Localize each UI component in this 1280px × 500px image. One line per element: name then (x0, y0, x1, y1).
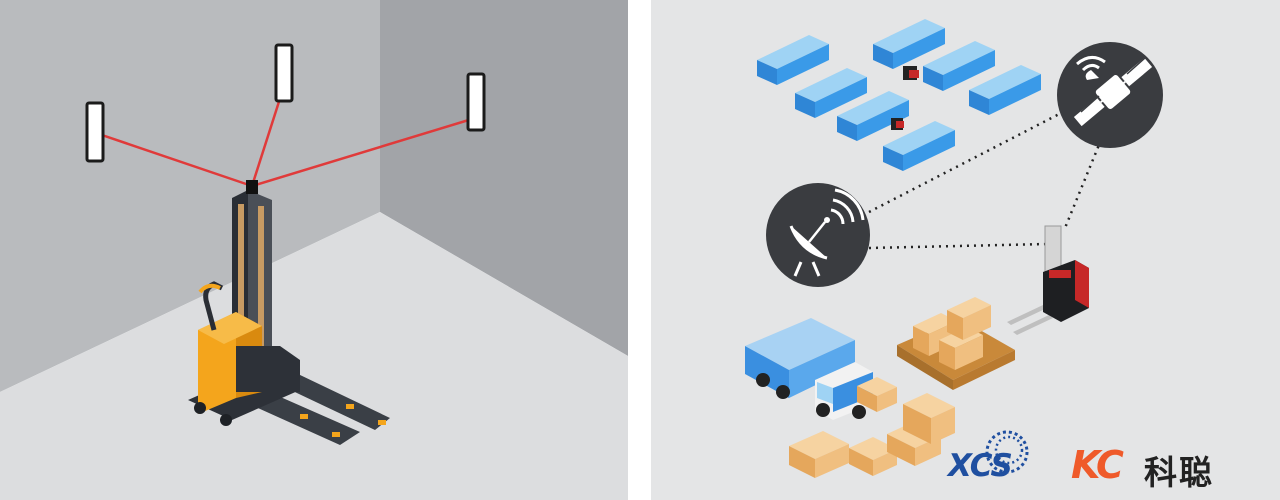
laser-navigation-illustration (0, 0, 628, 500)
floor (0, 212, 628, 500)
kc-logo-chinese: 科聪 (1144, 453, 1214, 492)
rack (883, 121, 955, 171)
laser-navigation-scene (0, 0, 628, 500)
xcs-logo: XCS (948, 448, 1013, 484)
network-links (868, 108, 1103, 250)
rack (837, 91, 909, 141)
forklift-icon (1007, 225, 1089, 335)
box-icon (857, 377, 897, 412)
laser-beam-3 (251, 117, 473, 188)
rack (795, 68, 867, 118)
laser-beams (95, 85, 473, 188)
box-icon (947, 297, 991, 340)
pallet-boxes (897, 297, 1015, 390)
reflector-icon (466, 72, 486, 132)
xcs-globe-icon (985, 430, 1029, 474)
box-icon (903, 393, 955, 444)
link-satellite-forklift (1063, 139, 1103, 229)
kc-logo: KC (1071, 443, 1124, 487)
rack (923, 41, 995, 91)
storage-racks (757, 19, 1041, 171)
warehouse-logistics-illustration: XCS KC 科聪 (651, 0, 1280, 500)
satellite-icon (1057, 42, 1163, 148)
warehouse-scene (651, 0, 1280, 500)
laser-beam-2 (250, 85, 286, 187)
satellite-dish-icon (766, 183, 870, 287)
rack (969, 65, 1041, 115)
reflector-icon (85, 101, 105, 163)
forklift-icon (188, 180, 390, 445)
box-icon (789, 431, 849, 478)
right-wall (380, 0, 628, 356)
reflector-icon (274, 43, 294, 103)
laser-beam-1 (95, 131, 253, 188)
truck-icon (745, 318, 873, 420)
rack (757, 35, 829, 85)
box-icon (849, 437, 897, 476)
link-dish-forklift (868, 242, 1048, 250)
rack (873, 19, 945, 69)
background (651, 0, 1280, 500)
